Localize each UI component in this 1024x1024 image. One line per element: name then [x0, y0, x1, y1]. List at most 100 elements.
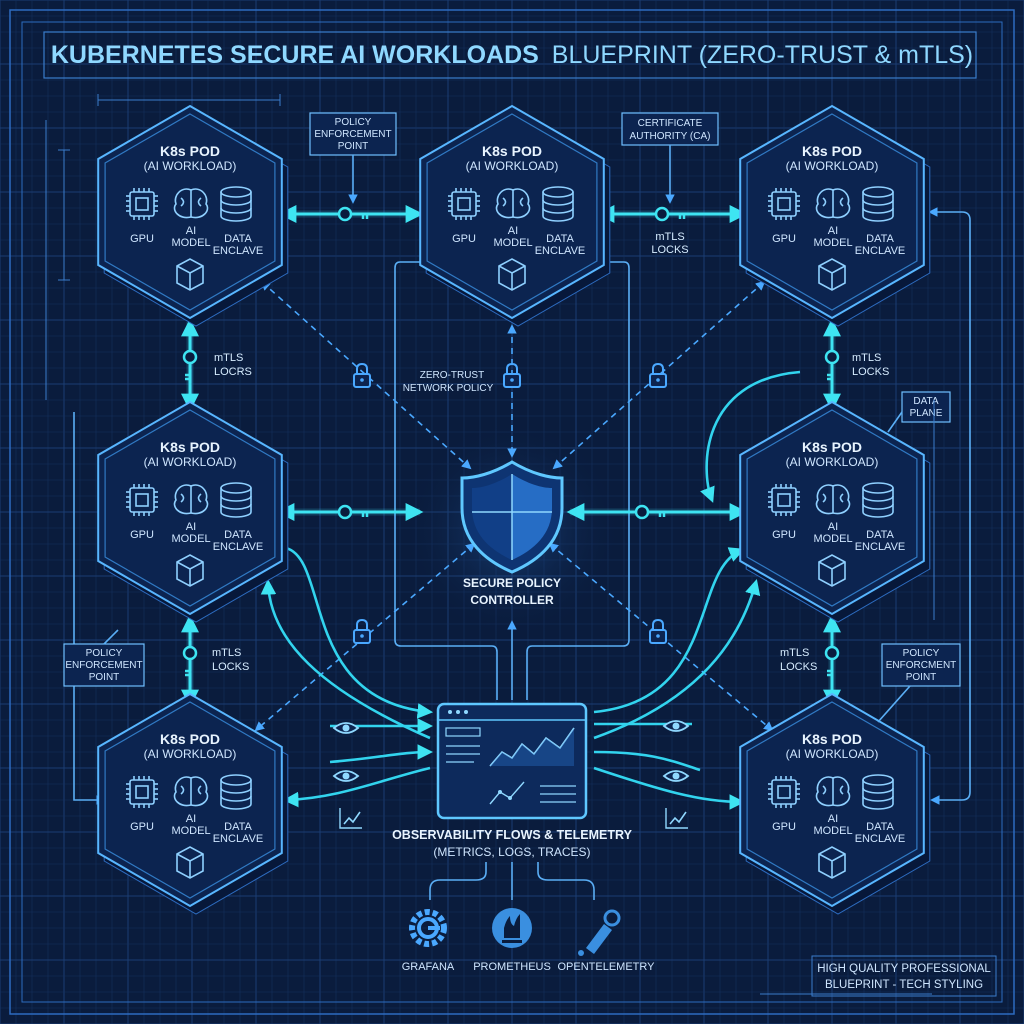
eye-icon	[662, 720, 690, 732]
prometheus-tool[interactable]: PROMETHEUS	[473, 908, 551, 973]
mtls-horizontal-links	[276, 205, 748, 521]
pod-subtitle: (AI WORKLOAD)	[786, 747, 879, 761]
model-label: AI	[186, 813, 196, 825]
outer-frame	[9, 9, 1015, 1015]
controller-label-line2: CONTROLLER	[470, 593, 554, 607]
svg-text:POINT: POINT	[89, 672, 120, 683]
data-enclave-label: DATA	[224, 233, 252, 245]
svg-text:ENFORCEMENT: ENFORCEMENT	[65, 660, 142, 671]
gpu-chip-icon	[126, 776, 158, 808]
gpu-label: GPU	[452, 233, 476, 245]
key-icon	[634, 504, 666, 520]
padlock-icon	[649, 618, 667, 644]
data-enclave-label: DATA	[866, 233, 894, 245]
pod-subtitle: (AI WORKLOAD)	[466, 159, 559, 173]
inner-frame	[21, 21, 1003, 1003]
pod-title: K8s POD	[802, 143, 862, 159]
svg-text:POINT: POINT	[338, 141, 369, 152]
data-enclave-label: DATA	[546, 233, 574, 245]
opentelemetry-tool[interactable]: OPENTELEMETRY	[558, 909, 656, 973]
data-enclave-label: ENCLAVE	[535, 245, 586, 257]
svg-text:HIGH QUALITY PROFESSIONAL: HIGH QUALITY PROFESSIONAL	[817, 963, 991, 975]
trend-icon	[665, 808, 688, 829]
cube-icon	[176, 846, 204, 879]
callout-pep-right: POLICY ENFORCMENT POINT	[877, 643, 961, 723]
model-label: MODEL	[813, 825, 852, 837]
key-icon	[654, 206, 686, 222]
mtls-label-left-upper: mTLS LOCRS	[214, 352, 252, 378]
model-label: AI	[508, 225, 518, 237]
right-return-path	[928, 207, 971, 805]
callout-data-plane: DATA PLANE	[887, 391, 951, 433]
zero-trust-label-line1: ZERO-TRUST	[420, 370, 484, 381]
model-label: AI	[186, 225, 196, 237]
gpu-label: GPU	[130, 529, 154, 541]
gpu-chip-icon	[126, 188, 158, 220]
gpu-chip-icon	[448, 188, 480, 220]
cube-icon	[818, 258, 846, 291]
brain-icon	[815, 484, 851, 515]
model-label: AI	[828, 521, 838, 533]
database-icon	[220, 186, 252, 222]
prometheus-icon	[492, 908, 532, 948]
svg-text:mTLS: mTLS	[212, 647, 241, 659]
callout-pep-left: POLICY ENFORCEMENT POINT	[63, 629, 145, 687]
brain-icon	[815, 776, 851, 807]
pod-subtitle: (AI WORKLOAD)	[144, 455, 237, 469]
model-label: AI	[186, 521, 196, 533]
svg-text:DATA: DATA	[913, 396, 939, 407]
cube-icon	[176, 554, 204, 587]
mtls-label-left-lower: mTLS LOCKS	[212, 647, 249, 673]
model-label: MODEL	[493, 237, 532, 249]
database-icon	[220, 774, 252, 810]
secure-policy-controller[interactable]: SECURE POLICY CONTROLLER	[460, 460, 564, 607]
data-enclave-label: DATA	[224, 529, 252, 541]
gpu-chip-icon	[768, 776, 800, 808]
cube-icon	[818, 846, 846, 879]
brain-icon	[173, 776, 209, 807]
zero-trust-label-line2: NETWORK POLICY	[403, 383, 494, 394]
gpu-label: GPU	[772, 233, 796, 245]
brain-icon	[173, 188, 209, 219]
gpu-chip-icon	[768, 188, 800, 220]
svg-text:POLICY: POLICY	[86, 648, 123, 659]
model-label: MODEL	[171, 237, 210, 249]
observability-dashboard[interactable]	[436, 702, 588, 820]
pod-title: K8s POD	[802, 731, 862, 747]
model-label: MODEL	[813, 237, 852, 249]
gpu-chip-icon	[126, 484, 158, 516]
key-icon	[182, 349, 198, 381]
svg-text:POLICY: POLICY	[335, 117, 372, 128]
svg-text:ENFORCMENT: ENFORCMENT	[886, 660, 957, 671]
grafana-icon	[409, 909, 447, 947]
data-enclave-label: ENCLAVE	[855, 245, 906, 257]
svg-text:LOCKS: LOCKS	[780, 661, 817, 673]
key-icon	[182, 645, 198, 677]
observability-flows	[260, 370, 801, 810]
dashboard-monitor-icon	[436, 702, 588, 820]
svg-text:BLUEPRINT - TECH STYLING: BLUEPRINT - TECH STYLING	[825, 979, 983, 991]
page-title: KUBERNETES SECURE AI WORKLOADS BLUEPRINT…	[51, 41, 973, 69]
tool-connectors	[429, 862, 595, 900]
gpu-label: GPU	[130, 821, 154, 833]
model-label: AI	[828, 225, 838, 237]
trend-icon	[339, 808, 362, 829]
mtls-label-right-lower: mTLS LOCKS	[780, 647, 817, 673]
pod-title: K8s POD	[802, 439, 862, 455]
callout-certificate-authority: CERTIFICATE AUTHORITY (CA)	[621, 112, 719, 204]
gpu-label: GPU	[130, 233, 154, 245]
cube-icon	[498, 258, 526, 291]
data-enclave-label: ENCLAVE	[213, 245, 264, 257]
controller-label-line1: SECURE POLICY	[463, 576, 561, 590]
svg-text:LOCKS: LOCKS	[852, 366, 889, 378]
eye-icon	[332, 722, 360, 734]
grafana-tool[interactable]: GRAFANA	[402, 909, 455, 973]
